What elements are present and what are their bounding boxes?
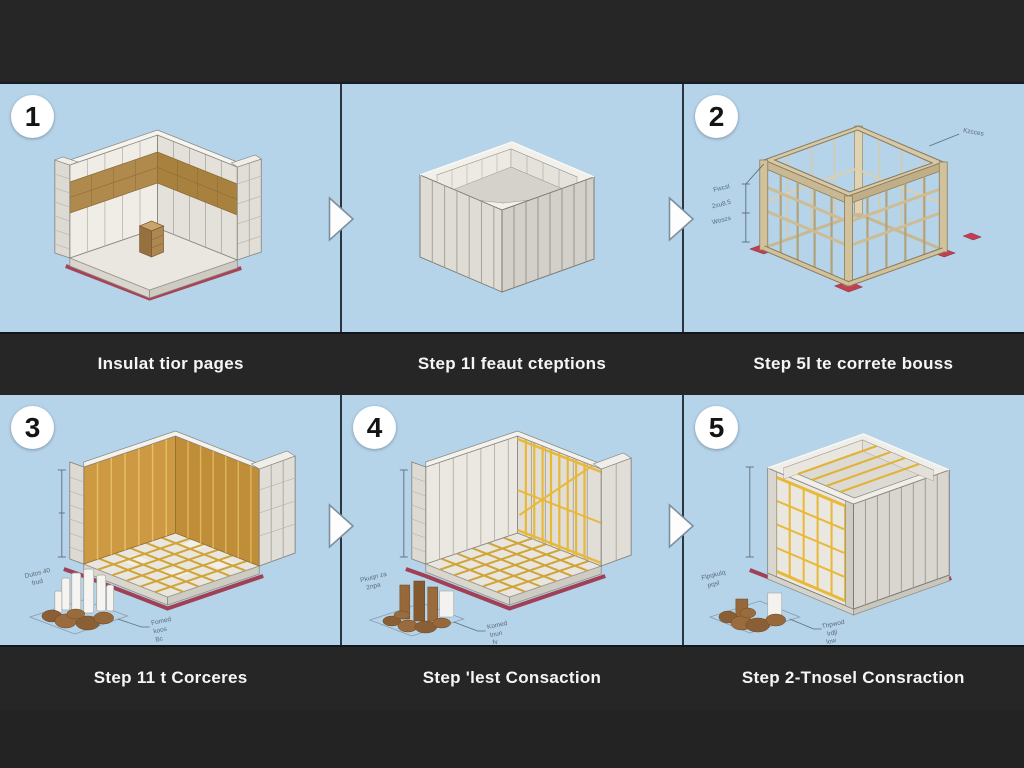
top-letterbox-bar	[0, 0, 1024, 84]
step-caption-6: Step 2-Tnosel Consraction	[741, 667, 965, 687]
dimension-line	[745, 466, 754, 558]
enclosed-frame-illustration: Flpqkulq pqsl Thpwod lrdjl low	[701, 433, 952, 645]
leader-label: Inun	[489, 630, 503, 640]
step-number-badge: 5	[695, 406, 738, 449]
pile-label: frud	[31, 578, 44, 588]
material-pile	[708, 592, 801, 634]
leader-label: low	[826, 637, 837, 645]
next-step-arrow	[328, 196, 355, 242]
step-caption-4: Step 11 t Corceres	[93, 667, 248, 687]
leader-label: Bc	[155, 635, 165, 644]
stud-frame-floor-illustration: Pkuqn za 2npa Komed Inun fv	[360, 430, 632, 645]
timber-frame-illustration: Fwcsl 2xu8.5 Woszs Kzcces	[711, 125, 986, 293]
dimension-line	[57, 469, 66, 558]
step-number-badge: 3	[11, 406, 54, 449]
step-number-badge: 2	[695, 95, 738, 138]
step-panel-3: Fwcsl 2xu8.5 Woszs Kzcces 2	[684, 84, 1024, 332]
next-step-arrow	[668, 503, 695, 549]
dimension-bracket	[741, 163, 765, 243]
dimension-label: Fwcsl	[713, 183, 731, 194]
pile-label: pqsl	[707, 580, 720, 590]
leader-label: Fomed	[151, 616, 173, 627]
next-step-arrow	[668, 196, 695, 242]
leader-label: lrdjl	[827, 629, 838, 638]
callout-label: Kzcces	[963, 127, 986, 138]
step-number-badge: 1	[11, 95, 54, 138]
step-number-badge: 4	[353, 406, 396, 449]
leader-label: fv	[492, 638, 499, 645]
panel-row-2: Dutos 40 frud Fomed koos Bc 3	[0, 395, 1024, 645]
panel-row-1: 1	[0, 84, 1024, 332]
material-pile	[368, 580, 465, 637]
dimension-line	[399, 469, 408, 558]
leader-label: Komed	[486, 620, 508, 631]
storage-cabinet	[138, 220, 165, 258]
dimension-label: Woszs	[711, 215, 732, 227]
step-caption-3: Step 5l te correte bouss	[753, 353, 954, 373]
step-panel-1: 1	[0, 84, 340, 332]
gold-stud-frame	[517, 437, 602, 565]
insulated-walls-floor-illustration: Dutos 40 frud Fomed koos Bc	[24, 430, 296, 644]
leader-label: koos	[153, 626, 169, 636]
next-step-arrow	[328, 503, 355, 549]
step-caption-5: Step 'lest Consaction	[422, 667, 602, 687]
leader-label: Thpwod	[821, 619, 845, 631]
step-panel-5: Pkuqn za 2npa Komed Inun fv 4	[342, 395, 682, 645]
caption-bar-row-2: Step 11 t Corceres Step 'lest Consaction…	[0, 645, 1024, 710]
block-box-illustration	[418, 141, 596, 293]
material-pile	[28, 568, 129, 635]
bottom-letterbox-bar	[0, 710, 1024, 768]
caption-bar-row-1: Insulat tior pages Step 1l feaut cteptio…	[0, 332, 1024, 395]
step-caption-2: Step 1l feaut cteptions	[417, 353, 607, 373]
step-panel-6: Flpqkulq pqsl Thpwod lrdjl low 5	[684, 395, 1024, 645]
pile-label: 2npa	[366, 581, 382, 591]
step-caption-1: Insulat tior pages	[97, 353, 244, 373]
dimension-label: 2xu8.5	[711, 199, 732, 211]
step-panel-2	[342, 84, 682, 332]
insulated-room-illustration	[53, 129, 262, 301]
step-panel-4: Dutos 40 frud Fomed koos Bc 3	[0, 395, 340, 645]
